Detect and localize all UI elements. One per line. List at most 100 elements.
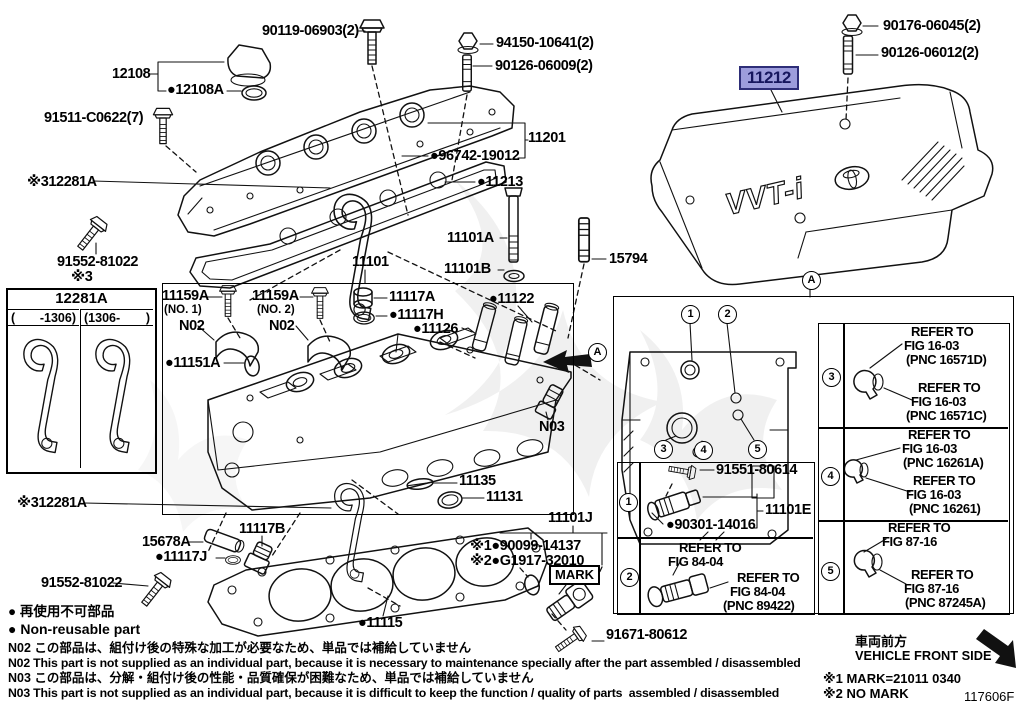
part-label-11131[interactable]: 11131	[486, 489, 523, 505]
part-label-11117a[interactable]: 11117A	[389, 289, 435, 305]
part-label-11213[interactable]: ●11213	[477, 174, 523, 190]
part-label-91551-80614[interactable]: 91551-80614	[716, 462, 798, 478]
stud-icon	[577, 217, 591, 263]
part-label-94150-10641[interactable]: 94150-10641(2)	[496, 35, 594, 51]
valve-cover-drawing	[177, 85, 515, 237]
o-ring-icon	[524, 574, 540, 596]
part-label-15678a[interactable]: 15678A	[142, 534, 191, 550]
mark-note-1: ※1 MARK=21011 0340	[823, 671, 962, 686]
part-label-ref2b-3[interactable]: (PNC 89422)	[723, 598, 795, 613]
part-label-ref5b-2[interactable]: FIG 87-16	[904, 581, 959, 596]
part-label-90301-14016[interactable]: ●90301-14016	[666, 517, 756, 533]
watermark	[138, 180, 782, 532]
part-label-11115[interactable]: ●11115	[358, 615, 403, 631]
selected-part-tag[interactable]: 11212	[739, 66, 799, 90]
part-label-ref4a-1[interactable]: REFER TO	[908, 427, 971, 442]
table-circle-5: 5	[821, 562, 840, 581]
part-label-11126[interactable]: ●11126	[413, 321, 459, 337]
part-label-n02-b[interactable]: N02	[269, 318, 295, 334]
part-label-ref2b-1[interactable]: REFER TO	[737, 570, 800, 585]
part-label-12108a[interactable]: ●12108A	[167, 82, 224, 98]
part-label-11101[interactable]: 11101	[352, 254, 389, 270]
part-label-ref2a-2[interactable]: FIG 84-04	[668, 554, 723, 569]
sensor-icon	[647, 573, 710, 608]
table-circle-1: 1	[619, 493, 638, 512]
part-label-12281a-top[interactable]: ※312281A	[27, 174, 97, 190]
part-label-11101j[interactable]: 11101J	[548, 510, 593, 526]
part-label-11159a-no1[interactable]: 11159A	[162, 288, 209, 304]
part-label-91552-81022-bot[interactable]: 91552-81022	[41, 575, 123, 591]
bolt-icon	[359, 19, 385, 65]
part-label-90099-14137[interactable]: ※1●90099-14137	[470, 538, 581, 554]
note-n02-en: N02 This part is not supplied as an indi…	[8, 656, 801, 670]
part-label-n02-a[interactable]: N02	[179, 318, 205, 334]
part-label-11117j[interactable]: ●11117J	[155, 549, 207, 565]
part-label-ref5b-3[interactable]: (PNC 87245A)	[905, 595, 986, 610]
part-label-12108[interactable]: 12108	[112, 66, 151, 82]
part-label-ref3b-2[interactable]: FIG 16-03	[911, 394, 966, 409]
part-label-90176-06045[interactable]: 90176-06045(2)	[883, 18, 981, 34]
part-label-11201[interactable]: 11201	[528, 130, 566, 146]
part-label-90126-06012[interactable]: 90126-06012(2)	[881, 45, 979, 61]
part-label-ref4b-3[interactable]: (PNC 16261)	[909, 501, 981, 516]
part-label-11117h[interactable]: ●11117H	[389, 307, 444, 323]
part-label-ref5a-2[interactable]: FIG 87-16	[882, 534, 937, 549]
part-label-90119-06903[interactable]: 90119-06903(2)	[262, 23, 359, 39]
part-label-no1[interactable]: (NO. 1)	[164, 304, 202, 316]
part-label-91671-80612[interactable]: 91671-80612	[606, 627, 688, 643]
part-label-ref4a-3[interactable]: (PNC 16261A)	[903, 455, 984, 470]
part-label-15794[interactable]: 15794	[609, 251, 648, 267]
part-label-11135[interactable]: 11135	[459, 473, 496, 489]
cap-gasket-icon	[241, 85, 267, 101]
part-label-11159a-no2[interactable]: 11159A	[252, 288, 299, 304]
part-label-ref4b-2[interactable]: FIG 16-03	[906, 487, 961, 502]
part-label-ref3a-3[interactable]: (PNC 16571D)	[906, 352, 987, 367]
part-label-11151a[interactable]: ●11151A	[165, 355, 221, 371]
head-bolt-icon	[504, 187, 523, 263]
part-label-note-x3[interactable]: ※3	[71, 269, 93, 285]
part-label-n03[interactable]: N03	[539, 419, 565, 435]
part-label-91552-81022-top[interactable]: 91552-81022	[57, 254, 139, 270]
part-label-ref4b-1[interactable]: REFER TO	[913, 473, 976, 488]
engine-cover-text: VVT-i	[722, 172, 807, 222]
part-label-91511-c0622[interactable]: 91511-C0622(7)	[44, 110, 144, 126]
part-label-11101a[interactable]: 11101A	[447, 230, 494, 246]
part-label-g1917-32010[interactable]: ※2●G1917-32010	[470, 553, 585, 569]
applicability-title[interactable]: 12281A	[55, 290, 108, 307]
part-label-11101b[interactable]: 11101B	[444, 261, 491, 277]
cam-cap-icon	[215, 331, 260, 367]
part-label-ref3a-1[interactable]: REFER TO	[911, 324, 974, 339]
cam-cap-icon	[307, 335, 352, 371]
part-label-ref3a-2[interactable]: FIG 16-03	[904, 338, 959, 353]
screw-plug-icon	[243, 541, 273, 575]
part-label-ref3b-1[interactable]: REFER TO	[918, 380, 981, 395]
part-label-ref5b-1[interactable]: REFER TO	[911, 567, 974, 582]
screw-plug-icon	[534, 384, 564, 420]
washer-icon	[503, 269, 525, 283]
part-label-11122[interactable]: ●11122	[489, 291, 535, 307]
part-label-11117b[interactable]: 11117B	[239, 521, 285, 537]
callout-circle-4: 4	[694, 441, 713, 460]
part-label-ref2b-2[interactable]: FIG 84-04	[730, 584, 785, 599]
table-circle-4: 4	[821, 467, 840, 486]
part-label-96742-19012[interactable]: ●96742-19012	[430, 148, 520, 164]
callout-circle-3: 3	[654, 440, 673, 459]
part-label-90126-06009[interactable]: 90126-06009(2)	[495, 58, 593, 74]
part-label-ref4a-2[interactable]: FIG 16-03	[902, 441, 957, 456]
refer-panel-frame	[613, 296, 1014, 614]
note-n02-jp: N02 この部品は、組付け後の特殊な加工が必要なため、単品では補給していません	[8, 641, 472, 655]
mark-note-2: ※2 NO MARK	[823, 686, 909, 701]
part-label-ref5a-1[interactable]: REFER TO	[888, 520, 951, 535]
hose-clamp-icon	[843, 459, 869, 484]
callout-circle-2: 2	[718, 305, 737, 324]
part-label-no2[interactable]: (NO. 2)	[257, 304, 295, 316]
bolt-icon	[72, 213, 111, 255]
part-label-ref2a-1[interactable]: REFER TO	[679, 540, 742, 555]
plug-cap-icon	[353, 287, 373, 309]
range-col1-open: (	[11, 311, 16, 325]
part-label-ref3b-3[interactable]: (PNC 16571C)	[906, 408, 987, 423]
part-label-12281a-bot[interactable]: ※312281A	[17, 495, 87, 511]
part-label-11101e[interactable]: 11101E	[765, 502, 811, 518]
